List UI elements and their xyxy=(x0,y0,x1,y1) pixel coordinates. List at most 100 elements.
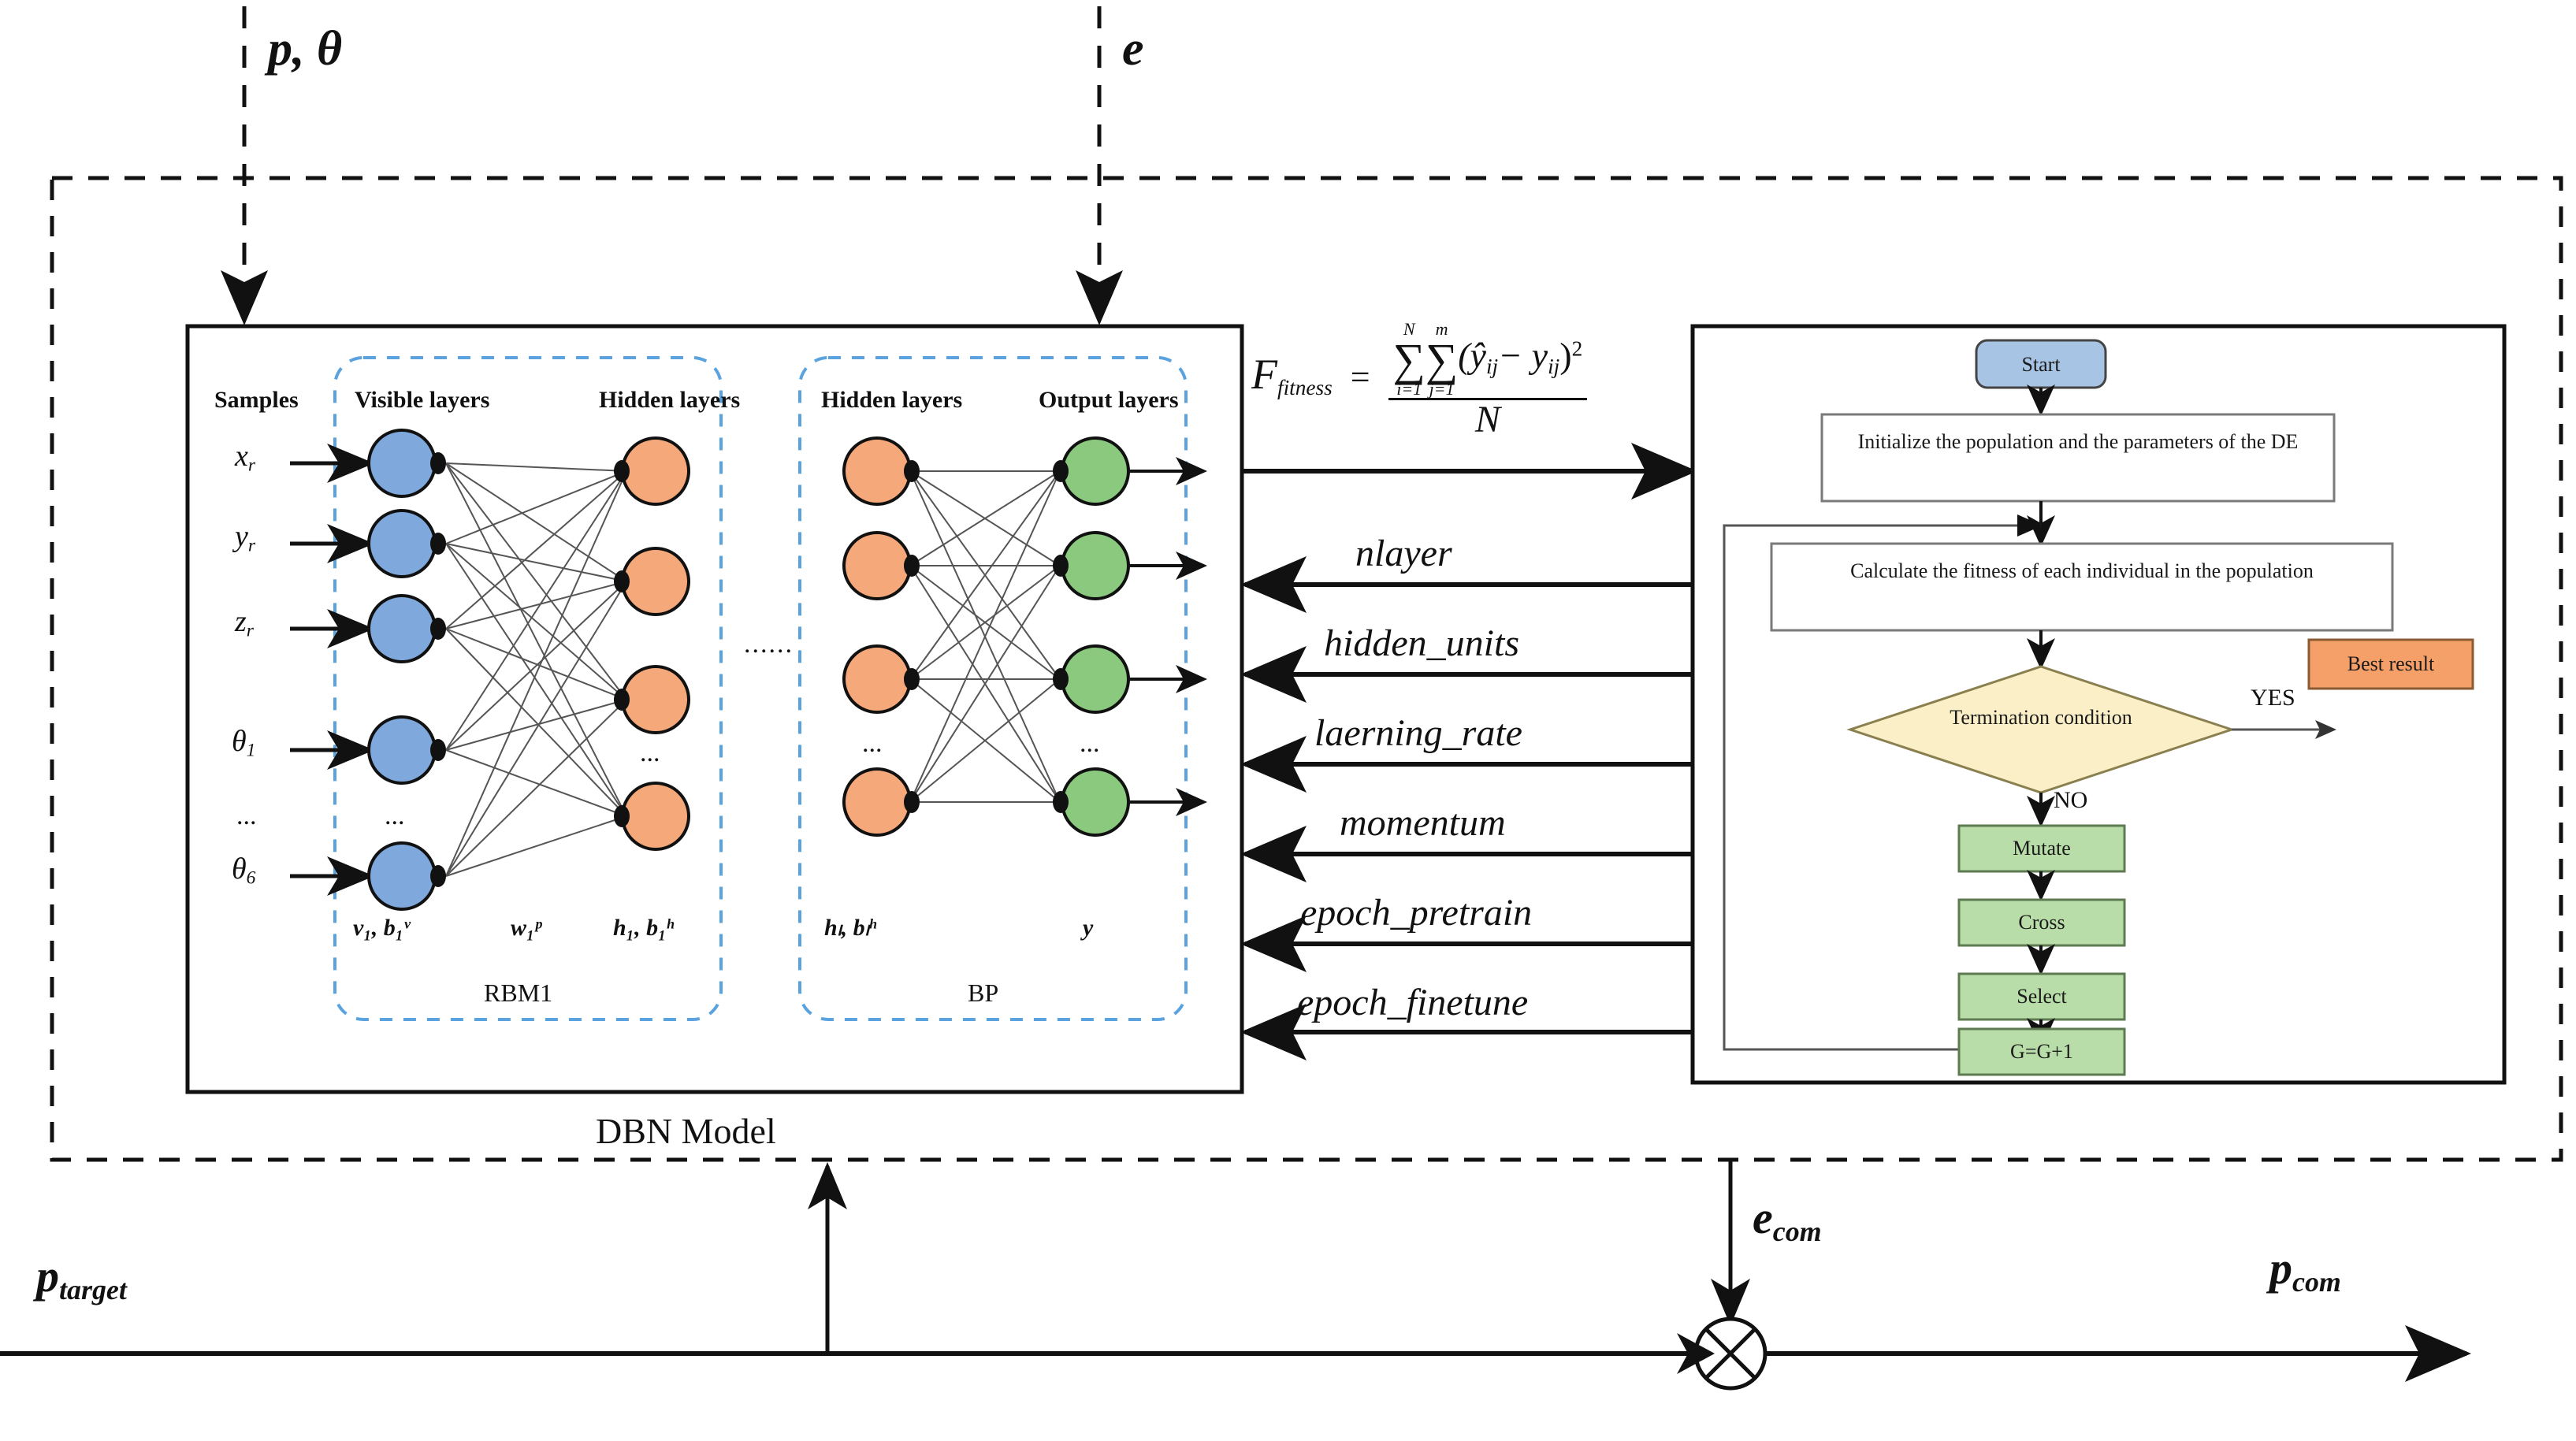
fitness-sum-outer: N ∑ i=1 xyxy=(1393,321,1426,398)
bp-hidden-layers-header: Hidden layers xyxy=(821,387,963,413)
rbm1-group-label: RBM1 xyxy=(484,979,553,1007)
fitness-formula: Ffitness = N ∑ i=1 m ∑ j=1 (ŷij− yij)2 N xyxy=(1251,321,1588,440)
rbm1-group-box xyxy=(333,356,723,1021)
dbn-model-label: DBN Model xyxy=(596,1111,776,1151)
between-groups-ellipsis: ...... xyxy=(744,630,794,659)
weight-caption: w₁ᵖ xyxy=(511,915,542,941)
fitness-num-sub2: ij xyxy=(1548,355,1560,379)
flow-label-mutate: Mutate xyxy=(2013,837,2071,860)
flow-node-calc xyxy=(1770,542,2394,632)
p-com-label: pcom xyxy=(2269,1242,2341,1298)
sample-label-y-base: y xyxy=(235,520,248,553)
fitness-sum-outer-sigma: ∑ xyxy=(1392,333,1426,385)
p-target-sub: target xyxy=(59,1274,127,1306)
edge-label-no: NO xyxy=(2054,787,2088,813)
flow-label-calc: Calculate the fitness of each individual… xyxy=(1850,559,2314,582)
visible-layer-caption: v₁, b₁ᵛ xyxy=(353,915,411,941)
rbm-hidden-caption: h₁, b₁ʰ xyxy=(613,915,674,941)
bp-group-box xyxy=(798,356,1188,1021)
fitness-symbol: F xyxy=(1251,351,1277,399)
output-arrows xyxy=(1128,457,1207,816)
sample-label-x: xr xyxy=(235,440,256,476)
p-com-sub: com xyxy=(2292,1266,2341,1298)
flow-node-best-result xyxy=(2307,638,2474,690)
sample-label-theta6-base: θ xyxy=(232,852,247,886)
fitness-numerator: N ∑ i=1 m ∑ j=1 (ŷij− yij)2 xyxy=(1388,321,1588,398)
outer-dashed-container xyxy=(50,176,2563,1162)
sample-label-z-base: z xyxy=(235,605,247,638)
edge-label-yes: YES xyxy=(2251,685,2295,711)
p-target-base: p xyxy=(36,1250,59,1302)
fitness-denominator: N xyxy=(1388,397,1588,440)
param-label-learning-rate: laerning_rate xyxy=(1314,712,1522,754)
visible-layer-nodes xyxy=(367,429,446,911)
rbm-hidden-layer-nodes xyxy=(614,436,690,851)
input-label-e: e xyxy=(1122,22,1144,76)
fitness-sum-inner-sigma: ∑ xyxy=(1425,333,1459,385)
p-target-label: ptarget xyxy=(36,1250,127,1306)
fitness-num-power: 2 xyxy=(1571,336,1583,361)
fitness-sum-inner: m ∑ j=1 xyxy=(1426,321,1458,398)
fitness-sum-outer-top: N xyxy=(1403,319,1415,339)
sample-label-theta1-base: θ xyxy=(232,725,247,758)
sample-label-theta1: θ1 xyxy=(232,726,255,760)
fitness-num-sub1: ij xyxy=(1485,355,1499,379)
fitness-fraction: N ∑ i=1 m ∑ j=1 (ŷij− yij)2 N xyxy=(1388,321,1588,440)
param-label-nlayer: nlayer xyxy=(1355,533,1452,574)
samples-header: Samples xyxy=(214,387,299,413)
param-label-hidden-units: hidden_units xyxy=(1324,622,1519,664)
param-label-epoch-pretrain: epoch_pretrain xyxy=(1300,892,1533,934)
e-com-label: ecom xyxy=(1753,1194,1822,1247)
fitness-num-open: (ŷ xyxy=(1458,335,1486,376)
e-com-sub: com xyxy=(1772,1216,1822,1248)
flow-node-init xyxy=(1820,413,2336,503)
sample-label-theta6-sub: 6 xyxy=(246,867,256,889)
bp-hidden-caption: hₗ, bₗʰ xyxy=(824,915,876,941)
sample-input-arrows xyxy=(290,444,374,896)
flow-node-mutate xyxy=(1957,824,2126,873)
rbm-hidden-layers-header: Hidden layers xyxy=(599,387,741,413)
flow-label-generation: G=G+1 xyxy=(2010,1040,2073,1063)
fitness-sum-inner-top: m xyxy=(1435,319,1448,339)
p-com-base: p xyxy=(2269,1242,2292,1294)
loop-back-path xyxy=(1723,524,2041,1051)
fitness-equals: = xyxy=(1350,358,1370,397)
bp-hidden-layer-nodes xyxy=(842,436,920,837)
flow-label-init: Initialize the population and the parame… xyxy=(1857,430,2299,453)
flow-label-start: Start xyxy=(2021,353,2061,376)
flow-label-cross: Cross xyxy=(2018,911,2065,934)
bp-connections xyxy=(909,470,1061,803)
sample-label-x-sub: r xyxy=(247,455,256,476)
flow-label-best-result: Best result xyxy=(2347,652,2435,675)
visible-nodes-ellipsis: ... xyxy=(385,801,405,830)
flow-node-generation xyxy=(1957,1027,2126,1076)
bp-hidden-nodes-ellipsis: ... xyxy=(862,729,883,758)
parameter-feedback-arrows xyxy=(1240,556,1693,1060)
input-label-p-theta: p, θ xyxy=(268,22,343,76)
param-label-epoch-finetune: epoch_finetune xyxy=(1297,982,1529,1023)
visible-layers-header: Visible layers xyxy=(355,387,490,413)
bp-output-nodes-ellipsis: ... xyxy=(1080,729,1100,758)
sample-label-ellipsis: ... xyxy=(236,801,257,830)
bp-output-caption: y xyxy=(1083,915,1094,941)
fitness-symbol-sub: fitness xyxy=(1277,375,1333,399)
sample-label-x-base: x xyxy=(235,440,248,473)
bp-output-layers-header: Output layers xyxy=(1039,387,1179,413)
fitness-num-minus: − y xyxy=(1498,335,1548,376)
bp-group-label: BP xyxy=(968,979,999,1007)
flow-label-termination: Termination condition xyxy=(1950,706,2132,729)
fitness-num-close: ) xyxy=(1559,335,1572,376)
fitness-sum-inner-bot: j=1 xyxy=(1429,378,1455,399)
sample-label-z-sub: r xyxy=(246,620,254,641)
sample-label-theta6: θ6 xyxy=(232,852,256,889)
sample-label-y: yr xyxy=(235,520,255,555)
sample-label-z: zr xyxy=(235,605,254,641)
param-label-momentum: momentum xyxy=(1340,802,1506,844)
sample-label-theta1-sub: 1 xyxy=(246,740,256,761)
e-com-base: e xyxy=(1753,1192,1773,1243)
rbm-hidden-nodes-ellipsis: ... xyxy=(640,738,660,767)
rbm-connections xyxy=(445,462,627,877)
flow-label-select: Select xyxy=(2017,985,2067,1008)
